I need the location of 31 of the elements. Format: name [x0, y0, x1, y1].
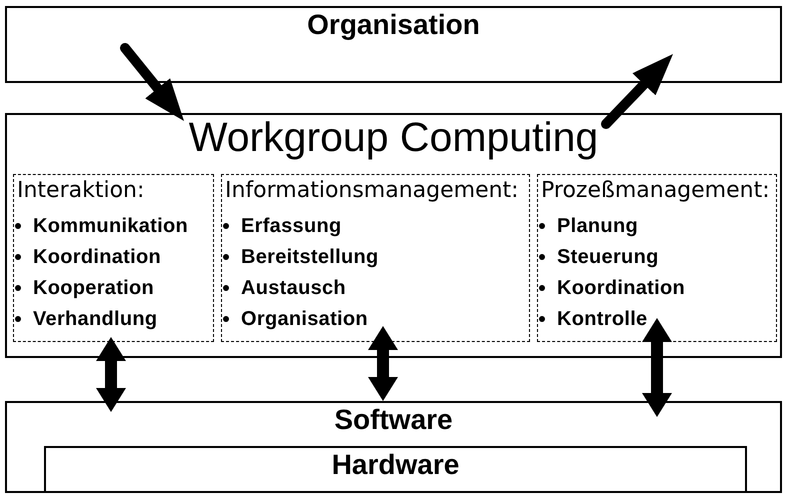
box-title: Workgroup Computing	[188, 115, 598, 159]
group-box	[221, 174, 530, 342]
list-item-text: Kommunikation	[33, 214, 188, 238]
group-box	[537, 174, 777, 342]
header-box	[5, 6, 782, 83]
arrow	[120, 43, 184, 121]
double-arrow	[96, 337, 126, 412]
box-title: Organisation	[307, 8, 480, 42]
double-arrow	[642, 318, 672, 417]
box-title: Software	[334, 403, 453, 436]
list-item-text: Koordination	[33, 244, 162, 270]
container-box	[5, 113, 782, 358]
list-item-text: Erfassung	[241, 214, 342, 238]
layer-box	[5, 401, 782, 493]
group-heading: Prozeßmanagement:	[541, 177, 770, 205]
list-item-text: Verhandlung	[33, 306, 158, 332]
list-item-text: Planung	[557, 214, 638, 238]
list-item-text: Bereitstellung	[241, 244, 379, 270]
list-item-text: Kooperation	[33, 276, 154, 300]
group-heading: Informationsmanagement:	[225, 177, 519, 205]
list-item-text: Steuerung	[557, 244, 659, 270]
list-item-text: Austausch	[241, 276, 346, 300]
list-item-text: Organisation	[241, 306, 368, 332]
arrow	[601, 54, 674, 129]
group-heading: Interaktion:	[17, 177, 144, 205]
list-item-text: Koordination	[557, 276, 686, 300]
inner-layer-box	[44, 446, 747, 493]
double-arrow	[368, 326, 398, 401]
group-box	[13, 174, 214, 342]
list-item-text: Kontrolle	[557, 306, 648, 332]
box-title: Hardware	[332, 448, 460, 482]
